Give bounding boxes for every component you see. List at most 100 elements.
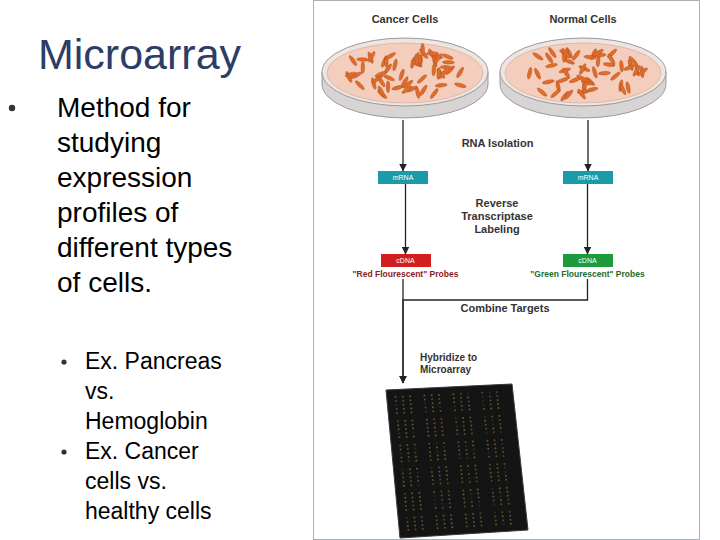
array-spot xyxy=(438,471,440,473)
cell-shape xyxy=(619,83,627,95)
cell-shape xyxy=(392,59,398,71)
array-spot xyxy=(491,480,493,482)
array-spot xyxy=(407,525,409,527)
array-spot xyxy=(488,456,490,458)
array-spot xyxy=(431,398,433,400)
array-spot xyxy=(444,458,446,460)
array-spot xyxy=(461,405,463,407)
array-spot xyxy=(405,509,407,511)
array-spot xyxy=(412,428,414,430)
array-spot xyxy=(407,448,409,450)
cell-shape xyxy=(455,66,464,78)
array-spot xyxy=(478,497,480,499)
array-spot xyxy=(453,397,455,399)
cell-shape xyxy=(386,81,390,93)
array-spot xyxy=(495,447,497,449)
cell-shape xyxy=(561,47,571,59)
probe-label: "Red Flourescent" Probes xyxy=(343,269,468,279)
array-spot xyxy=(475,469,477,471)
array-spot xyxy=(446,478,448,480)
array-spot xyxy=(400,457,402,459)
array-spot xyxy=(469,417,471,419)
array-spot xyxy=(431,475,433,477)
array-spot xyxy=(462,417,464,419)
array-spot xyxy=(458,445,460,447)
microarray-slide xyxy=(385,383,535,540)
cell-shape xyxy=(578,63,587,75)
array-spot xyxy=(460,401,462,403)
array-spot xyxy=(403,412,405,414)
array-spot xyxy=(449,502,451,504)
array-label: Hybridize to Microarray xyxy=(420,352,500,376)
array-spot xyxy=(502,451,504,453)
step-label: Reverse Transcriptase Labeling xyxy=(452,197,542,236)
array-spot xyxy=(429,451,431,453)
array-spot xyxy=(433,495,435,497)
bullet-dot xyxy=(61,359,66,364)
array-spot xyxy=(398,428,400,430)
array-spot xyxy=(480,517,482,519)
array-spot xyxy=(415,456,417,458)
array-spot xyxy=(455,417,457,419)
array-spot xyxy=(510,519,512,521)
array-spot xyxy=(410,407,412,409)
cell-shape xyxy=(542,79,554,85)
array-spot xyxy=(436,519,438,521)
array-spot xyxy=(501,439,503,441)
cell-shape xyxy=(383,74,395,82)
array-spot xyxy=(468,477,470,479)
array-spot xyxy=(498,479,500,481)
array-spot xyxy=(432,406,434,408)
array-spot xyxy=(484,416,486,418)
array-spot xyxy=(446,470,448,472)
array-spot xyxy=(509,515,511,517)
array-spot xyxy=(496,463,498,465)
cell-shape xyxy=(454,82,467,89)
array-spot xyxy=(505,479,507,481)
array-spot xyxy=(411,492,413,494)
array-spot xyxy=(463,429,465,431)
array-spot xyxy=(497,399,499,401)
array-spot xyxy=(485,424,487,426)
array-spot xyxy=(459,453,461,455)
array-spot xyxy=(439,475,441,477)
array-spot xyxy=(397,424,399,426)
array-spot xyxy=(407,521,409,523)
array-spot xyxy=(470,493,472,495)
cell-shape xyxy=(607,53,616,65)
cell-shape xyxy=(527,67,533,79)
array-spot xyxy=(492,423,494,425)
array-spot xyxy=(409,399,411,401)
array-spot xyxy=(498,475,500,477)
bullet-dot xyxy=(9,105,15,111)
array-spot xyxy=(405,501,407,503)
array-spot xyxy=(406,436,408,438)
array-spot xyxy=(431,471,433,473)
array-spot xyxy=(454,409,456,411)
dish-rim xyxy=(500,38,666,106)
array-spot xyxy=(465,441,467,443)
array-spot xyxy=(445,466,447,468)
cell-shape xyxy=(377,85,386,97)
array-spot xyxy=(487,444,489,446)
cell-shape xyxy=(623,64,635,72)
array-spot xyxy=(408,456,410,458)
array-spot xyxy=(509,511,511,513)
array-spot xyxy=(498,415,500,417)
array-spot xyxy=(423,395,425,397)
array-spot xyxy=(486,432,488,434)
array-spot xyxy=(432,483,434,485)
cell-shape xyxy=(421,43,425,55)
slide-title: Microarray xyxy=(38,30,241,79)
array-spot xyxy=(478,501,480,503)
array-spot xyxy=(484,420,486,422)
array-spot xyxy=(431,394,433,396)
cell-shape xyxy=(619,60,624,72)
array-spot xyxy=(471,429,473,431)
array-spot xyxy=(433,491,435,493)
array-spot xyxy=(422,524,424,526)
array-spot xyxy=(399,444,401,446)
array-spot xyxy=(465,445,467,447)
array-spot xyxy=(409,472,411,474)
probe-label: "Green Flourescent" Probes xyxy=(525,269,650,279)
